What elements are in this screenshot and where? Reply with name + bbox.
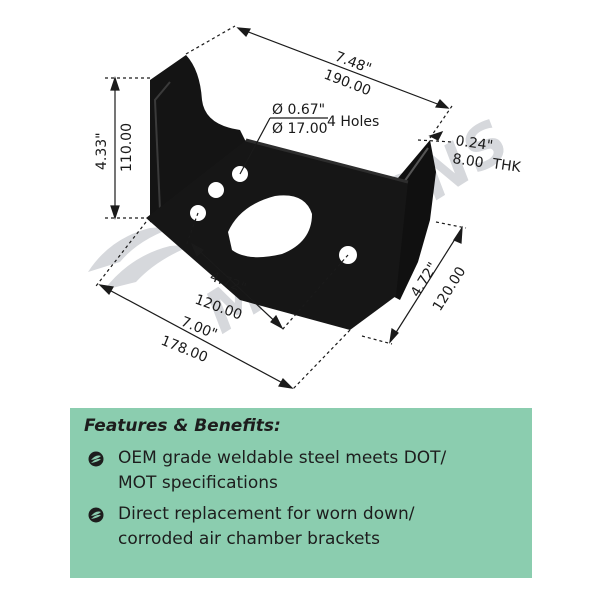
feature-item: Direct replacement for worn down/ corrod… bbox=[84, 502, 518, 552]
features-title: Features & Benefits: bbox=[84, 416, 281, 436]
hole-count-label: 4 Holes bbox=[327, 114, 379, 130]
feature-line: Direct replacement for worn down/ bbox=[118, 504, 415, 524]
hole-mm-label: Ø 17.00 bbox=[272, 121, 328, 137]
hole-inch-label: Ø 0.67" bbox=[272, 102, 325, 118]
height-mm-label: 110.00 bbox=[119, 123, 135, 172]
features-list: OEM grade weldable steel meets DOT/ MOT … bbox=[84, 446, 518, 552]
features-panel: Features & Benefits: OEM grade weldable … bbox=[70, 408, 532, 578]
feature-line: OEM grade weldable steel meets DOT/ bbox=[118, 448, 447, 468]
feature-line: corroded air chamber brackets bbox=[118, 529, 380, 549]
bracket-drawing: MANSONS bbox=[88, 25, 523, 391]
dimension-lines bbox=[95, 25, 467, 391]
bracket-image bbox=[146, 55, 436, 330]
feature-line: MOT specifications bbox=[118, 473, 278, 493]
feature-item: OEM grade weldable steel meets DOT/ MOT … bbox=[84, 446, 518, 496]
thickness-thk-label: THK bbox=[490, 156, 522, 176]
thickness-mm-label: 8.00 bbox=[451, 151, 484, 171]
leaf-bullet-icon bbox=[88, 507, 104, 523]
height-inch-label: 4.33" bbox=[94, 132, 110, 170]
thickness-inch-label: 0.24" bbox=[454, 133, 493, 154]
leaf-bullet-icon bbox=[88, 451, 104, 467]
